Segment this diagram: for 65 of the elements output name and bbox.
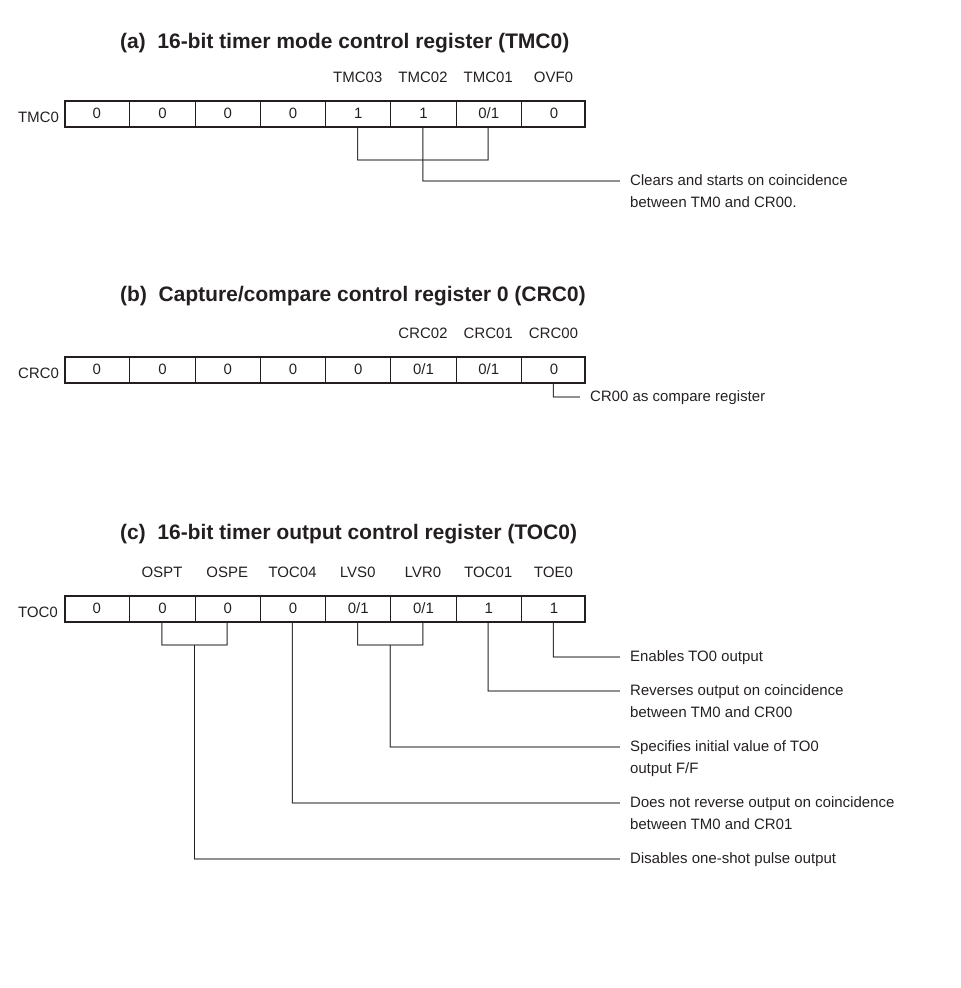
leader-line xyxy=(194,644,620,860)
register-name: CRC0 xyxy=(18,365,59,382)
bit-cell: 0 xyxy=(194,102,260,126)
leader-line xyxy=(357,622,391,646)
register-name: TOC0 xyxy=(18,604,58,621)
bit-cell: 0 xyxy=(194,597,260,621)
bit-name: CRC01 xyxy=(464,325,513,342)
bit-cell: 0 xyxy=(64,102,130,126)
bit-name: TMC01 xyxy=(464,69,513,86)
bit-cell: 1 xyxy=(456,597,521,621)
bit-cell: 0/1 xyxy=(456,102,521,126)
bit-cell: 0 xyxy=(260,358,325,382)
bit-cell: 0/1 xyxy=(456,358,521,382)
bit-cell: 0 xyxy=(129,597,194,621)
description-text: Reverses output on coincidence between TM0 and CR00 xyxy=(630,680,892,724)
section-heading: (c) 16-bit timer output control register (TOC0) xyxy=(120,521,577,545)
bit-name: OVF0 xyxy=(534,69,573,86)
leader-line xyxy=(390,622,424,646)
bit-cell: 1 xyxy=(325,102,390,126)
bit-name: TMC02 xyxy=(398,69,448,86)
leader-line xyxy=(552,622,620,658)
leader-line xyxy=(390,644,620,748)
bit-cell: 0 xyxy=(520,102,586,126)
leader-line xyxy=(194,622,228,646)
leader-line xyxy=(292,622,620,804)
bit-cell: 0 xyxy=(325,358,390,382)
leader-line xyxy=(422,128,424,160)
bit-cell: 0 xyxy=(64,597,130,621)
bit-cell: 0 xyxy=(260,597,325,621)
leader-line xyxy=(488,622,620,692)
bit-name: TOC01 xyxy=(464,564,512,581)
description-text: Disables one-shot pulse output xyxy=(630,848,930,870)
bit-name: TOE0 xyxy=(534,564,573,581)
bit-name: CRC00 xyxy=(528,325,578,342)
leader-line xyxy=(422,128,489,160)
leader-line xyxy=(422,160,620,182)
bit-cell: 1 xyxy=(520,597,586,621)
bit-cell: 0 xyxy=(260,102,325,126)
bit-name: TMC03 xyxy=(333,69,382,86)
description-text: Specifies initial value of TO0 output F/F xyxy=(630,736,862,780)
leader-line xyxy=(552,384,580,398)
bit-cell: 0/1 xyxy=(390,358,456,382)
description-text: Does not reverse output on coincidence between TM0 and CR01 xyxy=(630,792,942,836)
bit-cell: 1 xyxy=(390,102,456,126)
bit-cell: 0 xyxy=(129,102,194,126)
bit-name: CRC02 xyxy=(398,325,448,342)
description-text: Enables TO0 output xyxy=(630,646,930,668)
bit-cell: 0 xyxy=(520,358,586,382)
description-text: Clears and starts on coincidence between TM0 and CR00. xyxy=(630,170,905,214)
bit-cell: 0/1 xyxy=(325,597,390,621)
bit-name: OSPT xyxy=(141,564,182,581)
leader-line xyxy=(357,128,424,160)
bit-name: TOC04 xyxy=(268,564,316,581)
register-name: TMC0 xyxy=(18,109,59,126)
bit-name: OSPE xyxy=(206,564,248,581)
bit-name: LVS0 xyxy=(340,564,376,581)
bit-cell: 0 xyxy=(129,358,194,382)
bit-cell: 0/1 xyxy=(390,597,456,621)
section-heading: (b) Capture/compare control register 0 (CRC0) xyxy=(120,283,586,307)
section-heading: (a) 16-bit timer mode control register (TMC0) xyxy=(120,30,570,54)
bit-cell: 0 xyxy=(194,358,260,382)
leader-line xyxy=(161,622,195,646)
bit-cell: 0 xyxy=(64,358,130,382)
description-text: CR00 as compare register xyxy=(590,386,890,408)
bit-name: LVR0 xyxy=(404,564,442,581)
